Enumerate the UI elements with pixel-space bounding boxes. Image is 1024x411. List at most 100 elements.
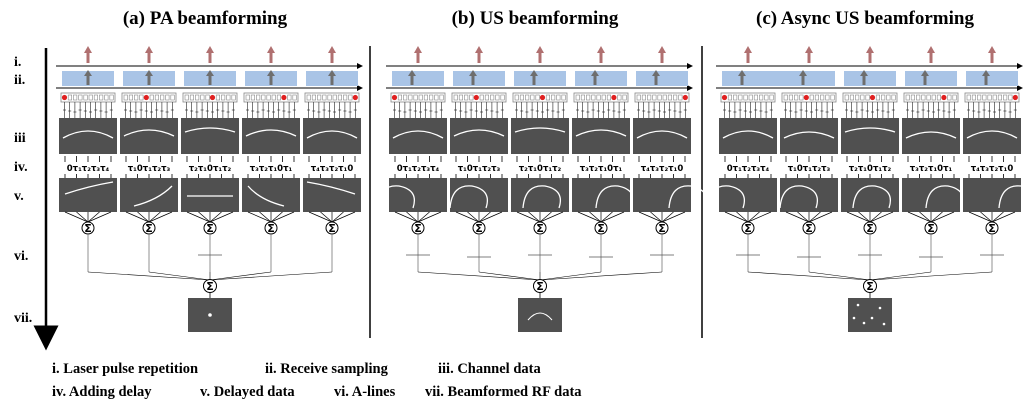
array-element <box>434 94 439 101</box>
array-element <box>881 94 886 101</box>
laser-pulse-arrow-head <box>267 46 275 53</box>
array-element <box>966 94 971 101</box>
sum-wire <box>600 211 613 223</box>
array-element <box>982 94 987 101</box>
sum-wire <box>259 211 272 223</box>
array-element <box>596 94 601 101</box>
array-element <box>551 94 556 101</box>
array-element <box>947 94 952 101</box>
array-element <box>245 94 250 101</box>
wavefront-curve <box>306 130 358 139</box>
array-element <box>931 94 936 101</box>
sum-wire <box>930 211 943 223</box>
array-element <box>317 94 322 101</box>
delayed-curve <box>998 185 1024 209</box>
sum-wire <box>186 211 211 223</box>
image-scatter-target <box>878 306 882 310</box>
sampling-arrow-head <box>799 70 807 76</box>
sampling-arrow-head <box>206 70 214 76</box>
wavefront-curve <box>966 130 1018 139</box>
wavefront-curve <box>844 127 896 133</box>
array-element <box>916 94 921 101</box>
channel-data-block <box>719 118 777 154</box>
wavefront-curve <box>123 129 175 137</box>
sum-wire <box>589 211 602 223</box>
array-element <box>134 94 139 101</box>
sampling-window <box>722 71 784 86</box>
array-element <box>799 94 804 101</box>
array-element <box>652 94 657 101</box>
array-element <box>67 94 72 101</box>
image-scatter-target <box>856 303 860 307</box>
array-element <box>733 94 738 101</box>
final-sum-symbol: Σ <box>206 280 214 293</box>
panel-title-c: (c) Async US beamforming <box>756 8 974 29</box>
sum-wire <box>148 211 173 223</box>
channel-data-block <box>242 118 300 154</box>
array-element <box>997 94 1003 101</box>
laser-pulse-arrow-head <box>744 46 752 53</box>
array-element <box>149 94 154 101</box>
image-point-target <box>208 313 212 317</box>
transducer-array <box>573 92 629 103</box>
array-element <box>617 94 622 101</box>
sum-symbol: Σ <box>84 222 92 235</box>
sum-wire <box>724 211 749 223</box>
sum-wire <box>661 211 674 223</box>
sum-wire <box>209 211 234 223</box>
transducer-array <box>903 92 959 103</box>
final-sum-wire <box>539 271 663 281</box>
sum-symbol: Σ <box>927 222 935 235</box>
laser-pulse-arrow-head <box>328 46 336 53</box>
sum-wire <box>747 211 760 223</box>
sampling-window <box>392 71 444 86</box>
sum-symbol: Σ <box>414 222 422 235</box>
sum-symbol: Σ <box>536 222 544 235</box>
array-element <box>231 94 236 101</box>
sampling-arrow-head <box>267 70 275 76</box>
sum-wire <box>64 211 89 223</box>
array-element <box>636 94 641 101</box>
array-element <box>490 94 495 101</box>
legend-item-v: v. Delayed data <box>200 384 295 400</box>
sum-wire <box>980 211 993 223</box>
array-element <box>875 94 881 101</box>
array-element <box>348 94 353 101</box>
array-element <box>905 94 910 101</box>
sampling-window <box>575 71 627 86</box>
delay-label: 0τ₁τ₂τ₃τ₄ <box>397 164 440 174</box>
array-element <box>641 94 647 101</box>
active-element <box>941 94 947 101</box>
array-element <box>662 94 667 101</box>
delay-label: τ₄τ₃τ₂τ₁0 <box>641 164 684 174</box>
array-element <box>403 94 408 101</box>
array-element <box>479 94 484 101</box>
row-label-ii: ii. <box>14 73 25 88</box>
delayed-data-block <box>59 178 117 212</box>
array-element <box>123 94 128 101</box>
active-element <box>1012 94 1018 101</box>
array-element <box>397 94 403 101</box>
wavefront-curve <box>392 130 444 139</box>
array-element <box>601 94 606 101</box>
sum-wire <box>661 211 686 223</box>
array-element <box>830 94 835 101</box>
sampling-arrow-head <box>982 70 990 76</box>
array-element <box>727 94 733 101</box>
laser-pulse-arrow-head <box>927 46 935 53</box>
array-element <box>256 94 261 101</box>
panel-title-a: (a) PA beamforming <box>123 8 288 29</box>
array-element <box>921 94 926 101</box>
array-element <box>413 94 418 101</box>
array-element <box>83 94 88 101</box>
array-element <box>865 94 870 101</box>
beamformed-image <box>518 298 562 332</box>
delayed-data-block <box>633 178 691 212</box>
sum-wire <box>808 211 833 223</box>
channel-data-block <box>181 118 239 154</box>
final-sum-wire <box>417 271 541 281</box>
delay-label: τ₃τ₂τ₁0τ₁ <box>580 164 623 174</box>
sum-wire <box>808 211 821 223</box>
row-label-iv: iv. <box>14 160 28 175</box>
sampling-arrow-head <box>591 70 599 76</box>
